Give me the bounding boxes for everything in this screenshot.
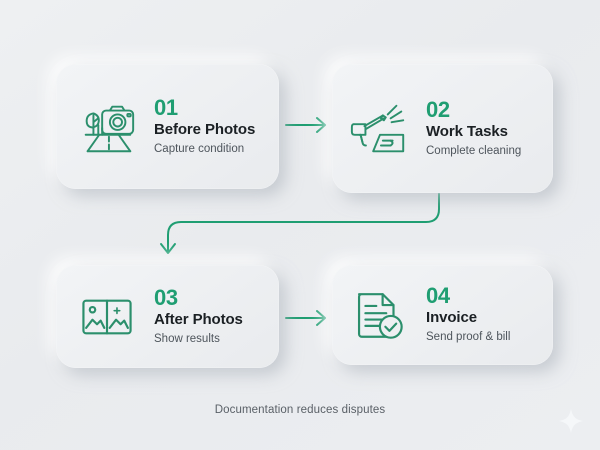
pressure-washer-icon	[346, 96, 412, 162]
step-title: Invoice	[426, 309, 477, 327]
photo-pair-icon	[74, 284, 140, 350]
step-card-4[interactable]: 04 Invoice Send proof & bill	[332, 265, 553, 365]
step-card-2[interactable]: 02 Work Tasks Complete cleaning	[332, 64, 553, 193]
sparkle-icon	[558, 408, 584, 434]
step-number: 04	[426, 283, 450, 309]
step-card-2-text: 02 Work Tasks Complete cleaning	[412, 96, 539, 160]
arrow-step3-to-step4	[285, 310, 326, 326]
step-subtitle: Show results	[154, 332, 220, 345]
step-subtitle: Capture condition	[154, 142, 245, 155]
step-card-3-text: 03 After Photos Show results	[140, 284, 265, 348]
step-number: 02	[426, 96, 450, 122]
step-title: Work Tasks	[426, 122, 508, 140]
invoice-check-icon	[346, 282, 412, 348]
arrow-step2-to-step3	[160, 193, 440, 254]
arrow-step1-to-step2	[285, 117, 326, 133]
step-title: After Photos	[154, 310, 243, 328]
step-title: Before Photos	[154, 120, 256, 138]
step-subtitle: Complete cleaning	[426, 144, 522, 157]
footer-note: Documentation reduces disputes	[214, 404, 386, 416]
step-number: 03	[154, 284, 178, 310]
step-card-1[interactable]: 01 Before Photos Capture condition	[56, 64, 279, 189]
step-card-4-text: 04 Invoice Send proof & bill	[412, 284, 539, 346]
step-card-1-text: 01 Before Photos Capture condition	[140, 94, 265, 158]
step-subtitle: Send proof & bill	[426, 331, 511, 344]
camera-driveway-icon	[74, 94, 140, 160]
step-card-3[interactable]: 03 After Photos Show results	[56, 265, 279, 368]
step-number: 01	[154, 94, 178, 120]
